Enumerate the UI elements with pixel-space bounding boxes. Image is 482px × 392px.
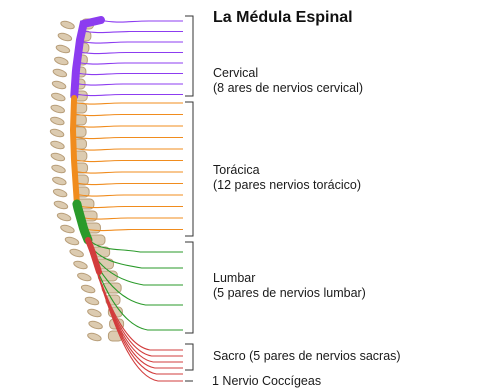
thoracic-bracket [185,102,193,236]
spinous-process [84,296,99,306]
lumbar-label: Lumbar (5 pares de nervios lumbar) [213,271,366,301]
spinous-process [49,128,64,138]
lumbar-bracket [185,242,193,333]
nerve-line [78,41,183,43]
spinous-process [50,152,65,162]
cervical-detail: (8 ares de nervios cervical) [213,81,363,96]
nerve-line [80,31,183,33]
spinous-process [69,248,84,258]
spinous-process [73,260,88,270]
spinous-process [57,32,72,42]
spinous-process [50,116,65,126]
spinous-process [51,92,66,102]
spinous-process [81,284,96,294]
coccygeal-text: 1 Nervio Coccígeas [212,374,321,389]
nerve-line [74,183,184,185]
thoracic-detail: (12 pares nervios torácico) [213,178,361,193]
spinous-process [55,44,70,54]
nerve-line [72,102,183,104]
nerve-line [71,137,183,139]
thoracic-cord-segment [73,98,77,202]
coccygeal-label: 1 Nervio Coccígeas [212,374,321,389]
spinous-process [60,224,75,234]
thoracic-label: Torácica (12 pares nervios torácico) [213,163,361,193]
spinous-process [88,320,103,330]
nerve-line [73,83,183,85]
nerve-line [72,160,183,162]
cervical-label: Cervical (8 ares de nervios cervical) [213,66,363,96]
vertebrae-group [49,19,123,342]
spinous-process [50,140,65,150]
cervical-name: Cervical [213,66,363,81]
spinous-process [52,176,67,186]
diagram-title: La Médula Espinal [213,9,353,27]
sacral-bracket [185,344,193,370]
spinous-process [87,332,102,342]
spinous-process [53,200,68,210]
nerve-line [74,194,183,196]
brackets-group [185,16,193,381]
nerve-line [99,20,183,22]
nerve-line [72,114,183,116]
lumbar-name: Lumbar [213,271,366,286]
nerve-line [72,148,183,150]
nerve-line [71,125,183,127]
nerve-line [76,52,183,54]
spinous-process [52,188,67,198]
spinous-process [64,236,79,246]
cervical-bracket [185,16,193,96]
spinous-process [52,68,67,78]
nerve-line [75,62,183,64]
spinous-process [77,272,92,282]
spinous-process [51,80,66,90]
nerve-line [73,171,183,173]
spinous-process [56,212,71,222]
nerve-line [74,73,183,75]
spinous-process [54,56,69,66]
spinous-process [51,164,66,174]
lumbar-detail: (5 pares de nervios lumbar) [213,286,366,301]
spinous-process [87,308,102,318]
spinous-process [60,20,75,30]
thoracic-name: Torácica [213,163,361,178]
nerve-line [72,94,183,96]
sacral-label: Sacro (5 pares de nervios sacras) [213,349,401,364]
spinous-process [50,104,65,114]
sacral-text: Sacro (5 pares de nervios sacras) [213,349,401,364]
